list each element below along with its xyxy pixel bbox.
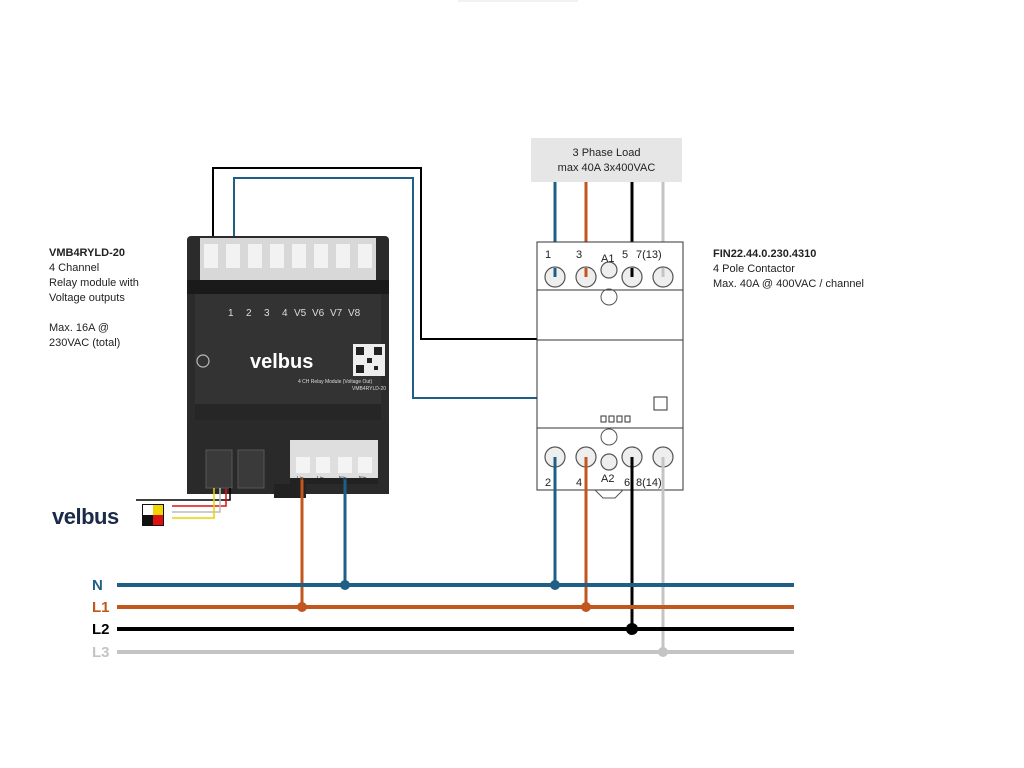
bus-connector-icon [142, 504, 164, 526]
terminal-label: Lin [297, 476, 304, 482]
terminal-label: 5 [622, 249, 628, 261]
relay-desc-line: Relay module with [49, 277, 139, 289]
terminal-label: Lin [317, 476, 324, 482]
velbus-logo: velbus [52, 504, 119, 529]
top-edge-artifact [458, 0, 578, 2]
relay-desc-line: Voltage outputs [49, 292, 125, 304]
bus-label-l1: L1 [92, 599, 110, 616]
bus-wires [136, 488, 231, 519]
terminal-label: 2 [545, 477, 551, 489]
relay-front-model: VMB4RYLD-20 [352, 386, 386, 392]
terminal-label: 7(13) [636, 249, 662, 261]
contactor-rating: Max. 40A @ 400VAC / channel [713, 278, 864, 290]
junction-dot [550, 580, 560, 590]
relay-model: VMB4RYLD-20 [49, 247, 125, 259]
terminal-label: 1 [545, 249, 551, 261]
terminal-label: A2 [601, 473, 614, 485]
status-icon [196, 354, 210, 368]
junction-dot [658, 647, 668, 657]
channel-label: 1 [228, 308, 234, 319]
channel-label: 4 [282, 308, 288, 319]
relay-front-label: 4 CH Relay Module (Voltage Out) [298, 379, 373, 385]
channel-label: V7 [330, 308, 343, 319]
terminal-label: 4 [576, 477, 582, 489]
channel-label: V8 [348, 308, 361, 319]
relay-description: VMB4RYLD-20 4 Channel Relay module with … [49, 246, 139, 351]
relay-desc-line: 4 Channel [49, 262, 100, 274]
terminal-label: Nin [359, 476, 367, 482]
terminal-label: A1 [601, 253, 614, 265]
relay-rating-line: 230VAC (total) [49, 337, 121, 349]
contactor [536, 241, 684, 499]
relay-top-terminals [204, 244, 372, 268]
junction-dot [340, 580, 350, 590]
junction-dot [297, 602, 307, 612]
contactor-model: FIN22.44.0.230.4310 [713, 248, 817, 260]
bus-label-l2: L2 [92, 621, 110, 638]
terminal-label: Nin [339, 476, 347, 482]
channel-label: 3 [264, 308, 270, 319]
channel-label: 2 [246, 308, 252, 319]
terminal-label: 6 [624, 477, 630, 489]
channel-label: V5 [294, 308, 307, 319]
channel-label: V6 [312, 308, 325, 319]
relay-brand: velbus [250, 351, 313, 373]
contactor-desc: 4 Pole Contactor [713, 263, 795, 275]
contactor-description: FIN22.44.0.230.4310 4 Pole Contactor Max… [713, 247, 864, 292]
relay-module [187, 236, 389, 498]
junction-dot [581, 602, 591, 612]
bus-label-n: N [92, 577, 103, 594]
relay-rating-line: Max. 16A @ [49, 322, 110, 334]
junction-dot [626, 623, 638, 635]
terminal-label: 8(14) [636, 477, 662, 489]
load-title: 3 Phase Load [572, 147, 641, 159]
three-phase-load-box: 3 Phase Load max 40A 3x400VAC [531, 138, 682, 182]
terminal-label: 3 [576, 249, 582, 261]
bus-label-l3: L3 [92, 644, 110, 661]
load-rating: max 40A 3x400VAC [557, 162, 656, 174]
